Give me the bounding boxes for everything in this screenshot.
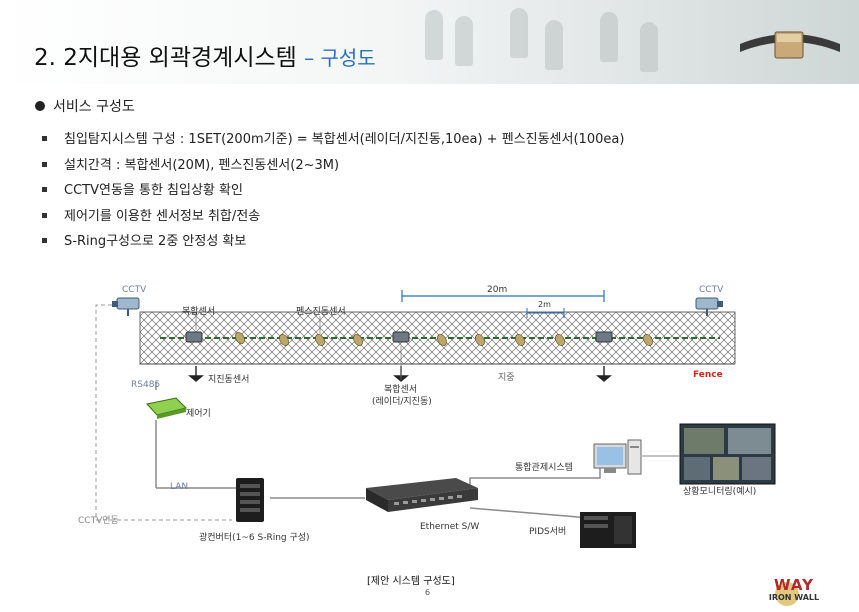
silhouette-figure <box>510 8 528 58</box>
silhouette-figure <box>600 12 618 62</box>
list-item: 설치간격 : 복합센서(20M), 펜스진동센서(2~3M) <box>42 158 624 184</box>
bullet-dot-icon <box>35 101 45 111</box>
page-number: 6 <box>425 588 431 597</box>
page-title: 2. 2지대용 외곽경계시스템 – 구성도 <box>34 38 376 72</box>
cctv-right-label: CCTV <box>699 285 724 295</box>
header-banner <box>0 0 859 84</box>
monitoring-label: 상황모니터링(예시) <box>683 487 757 497</box>
lan-label: LAN <box>170 482 189 492</box>
fence-vibration-sensor-icon <box>643 334 653 346</box>
section-title: 서비스 구성도 <box>53 99 135 115</box>
silhouette-figure <box>455 16 473 66</box>
logo-text-top: WAY <box>774 576 814 594</box>
cctv-link-label: CCTV연동 <box>78 516 119 526</box>
logo-text-bottom: IRON WALL <box>768 593 820 602</box>
title-main: 2. 2지대용 외곽경계시스템 <box>34 45 297 71</box>
composite-sensor-icon <box>392 331 410 343</box>
ethernet-switch-label: Ethernet S/W <box>420 522 480 532</box>
fence-vibration-sensor-icon <box>475 334 485 346</box>
pids-server-label: PIDS서버 <box>529 527 567 537</box>
ground-label: 지중 <box>498 373 515 383</box>
fence-vibration-sensor-icon <box>515 334 525 346</box>
section-heading: 서비스 구성도 <box>35 96 135 116</box>
integrated-control-pc-icon <box>593 439 642 475</box>
pids-server-icon <box>580 512 636 548</box>
title-sub: – 구성도 <box>304 46 376 70</box>
list-item: S-Ring구성으로 2중 안정성 확보 <box>42 234 624 260</box>
controller-label: 제어기 <box>186 409 211 419</box>
fence-vibration-sensor-icon <box>437 334 447 346</box>
ground-sensor-icon <box>188 375 204 382</box>
composite-sensor-bottom-label: 복합센서 <box>384 385 418 395</box>
fence-vibration-sensor-icon <box>235 332 245 344</box>
silhouette-figure <box>640 22 658 72</box>
way-iron-wall-logo-icon <box>775 582 799 606</box>
silhouette-figure <box>545 20 563 70</box>
dimension-20m-label: 20m <box>487 285 508 295</box>
composite-sensor-icon <box>595 331 613 343</box>
monitoring-screen-icon <box>679 423 776 485</box>
figure-caption: [제안 시스템 구성도] <box>367 576 455 587</box>
bullet-square-icon <box>42 212 47 218</box>
bullet-square-icon <box>42 238 47 243</box>
bullet-list: 침입탐지시스템 구성 : 1SET(200m기준) = 복합센서(레이더/지진동… <box>42 132 624 260</box>
list-item: 침입탐지시스템 구성 : 1SET(200m기준) = 복합센서(레이더/지진동… <box>42 132 624 158</box>
fence-vibration-sensor-icon <box>279 334 289 346</box>
bullet-square-icon <box>42 187 47 192</box>
ground-vibration-sensor-label: 지진동센서 <box>208 375 250 385</box>
bottom-logo: WAY IRON WALL <box>744 578 844 603</box>
bullet-square-icon <box>42 136 47 141</box>
fence-label: Fence <box>693 370 723 380</box>
fence-vibration-sensor-icon <box>353 334 363 346</box>
composite-sensor-note-label: (레이더/지진동) <box>372 397 432 407</box>
integrated-system-label: 통합관제시스템 <box>515 463 573 473</box>
bullet-square-icon <box>42 161 47 167</box>
ground-sensor-icon <box>596 375 612 382</box>
list-item: CCTV연동을 통한 침입상황 확인 <box>42 183 624 209</box>
fence-vibration-sensor-icon <box>315 334 325 346</box>
silhouette-figure <box>425 10 443 60</box>
cctv-left-label: CCTV <box>122 285 147 295</box>
security-logo-icon <box>740 31 840 59</box>
composite-sensor-top-label: 복합센서 <box>182 307 216 317</box>
ethernet-switch-icon <box>366 478 478 512</box>
controller-device-icon <box>146 397 187 419</box>
cctv-camera-icon <box>112 297 140 316</box>
optical-converter-label: 광컨버터(1~6 S-Ring 구성) <box>199 533 310 543</box>
fence-vibration-sensor-icon <box>555 334 565 346</box>
composite-sensor-icon <box>185 331 203 343</box>
dimension-2m-label: 2m <box>538 300 551 309</box>
list-item: 제어기를 이용한 센서정보 취합/전송 <box>42 209 624 235</box>
cctv-link-line <box>95 304 232 521</box>
rs485-label: RS485 <box>131 380 161 390</box>
optical-converter-icon <box>236 478 264 522</box>
fence-vibration-sensor-label: 펜스진동센서 <box>296 307 346 317</box>
cctv-camera-icon <box>695 297 723 316</box>
